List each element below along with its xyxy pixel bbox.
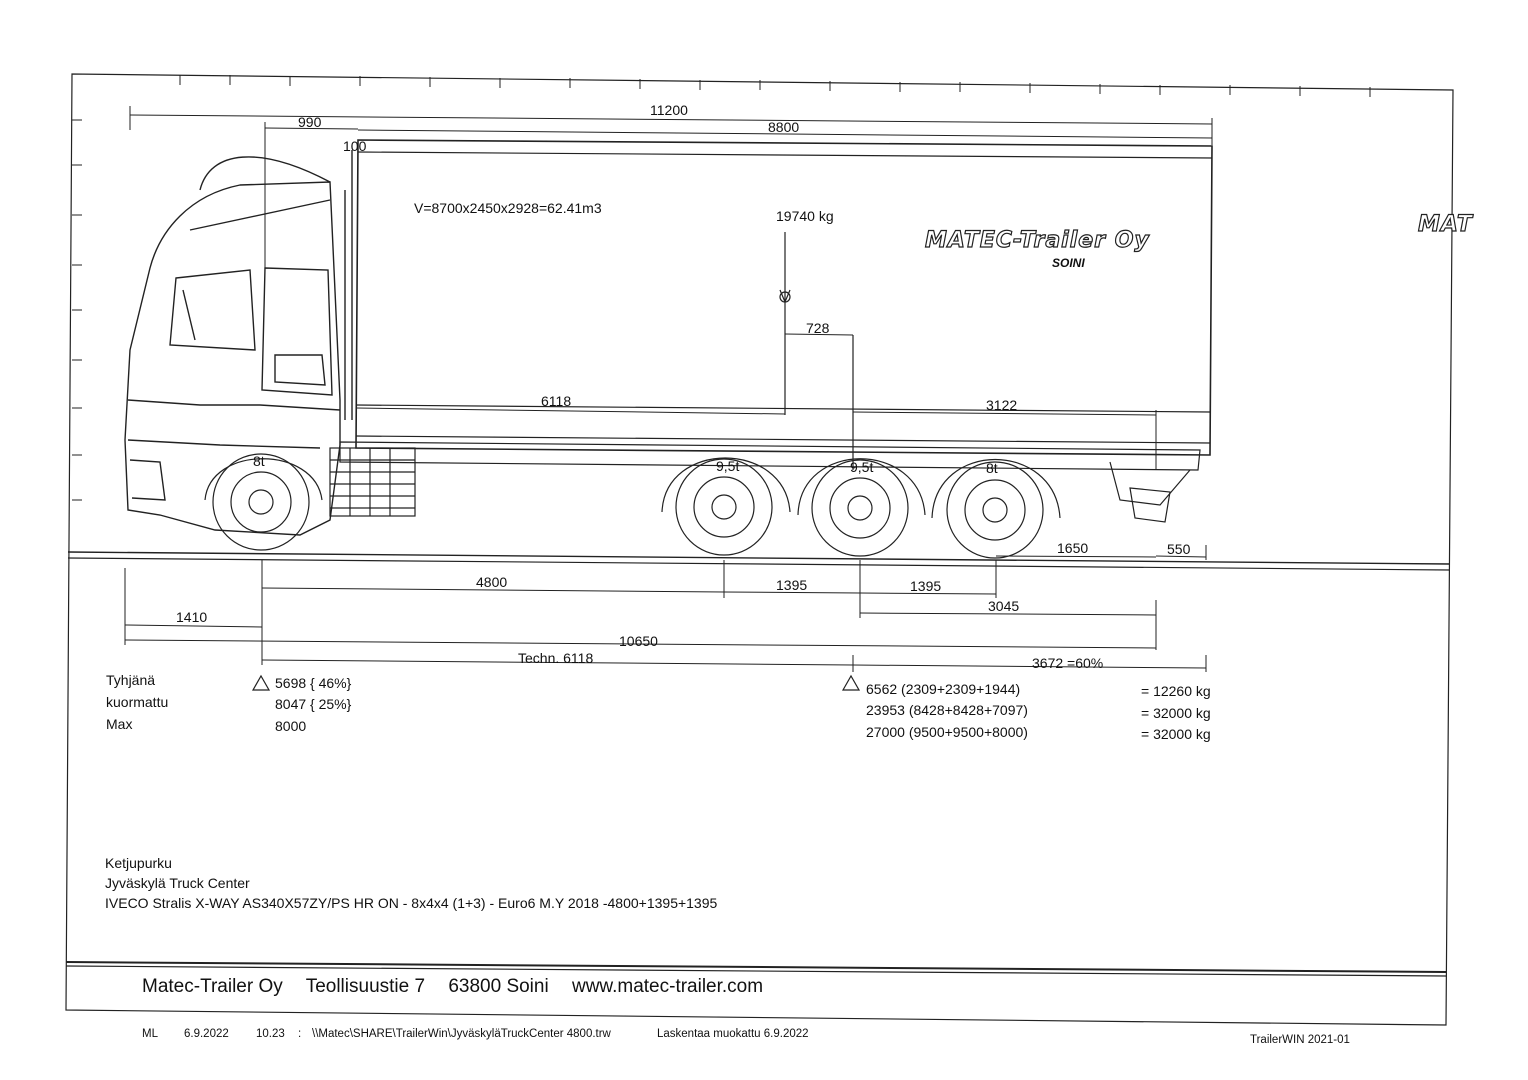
chassis-frame	[339, 441, 1201, 471]
total-max: = 32000 kg	[1141, 726, 1211, 742]
row-label-max: Max	[106, 716, 133, 732]
row-label-loaded: kuormattu	[106, 694, 169, 710]
meta-software: TrailerWIN 2021-01	[1250, 1034, 1350, 1046]
dim-chassis-length: 10650	[619, 633, 658, 649]
axle-load-3: 9,5t	[850, 459, 874, 475]
note-body-type: Ketjupurku	[105, 855, 172, 871]
cargo-box	[355, 139, 1213, 456]
dim-cog-offset: 728	[806, 320, 830, 336]
dim-wheelbase: 4800	[476, 574, 508, 590]
front-load-max: 8000	[275, 718, 307, 734]
dim-cab-gap: 990	[298, 114, 322, 130]
frame-border	[65, 73, 1454, 1026]
ruler-ticks	[72, 75, 1371, 501]
note-vehicle: IVECO Stralis X-WAY AS340X57ZY/PS HR ON …	[105, 895, 718, 911]
meta-path: \\Matec\SHARE\TrailerWin\JyväskyläTruckC…	[312, 1028, 611, 1040]
front-load-marker	[251, 674, 271, 691]
wheel-axle-4	[931, 459, 1061, 559]
dim-body-length: 8800	[768, 119, 800, 135]
rear-load-empty: 6562 (2309+2309+1944)	[866, 681, 1021, 697]
footer-divider	[65, 961, 1447, 973]
axle-load-4: 8t	[986, 460, 998, 476]
note-customer: Jyväskylä Truck Center	[105, 875, 250, 891]
axle-load-2: 9,5t	[716, 458, 740, 474]
fuel-tank-grille	[329, 447, 416, 517]
wheel-axle-3	[797, 458, 926, 557]
meta-modified: Laskentaa muokattu 6.9.2022	[657, 1028, 809, 1040]
footer-street: Teollisuustie 7	[305, 976, 426, 997]
rear-load-marker	[841, 674, 861, 691]
row-label-empty: Tyhjänä	[106, 672, 156, 688]
volume-text: V=8700x2450x2928=62.41m3	[414, 200, 602, 216]
front-load-empty: 5698 { 46%}	[275, 675, 352, 691]
dim-axle-spacing-2: 1395	[910, 578, 942, 594]
wheel-axle-2	[661, 457, 791, 556]
company-logo: MATEC-Trailer Oy	[924, 227, 1150, 253]
dim-techn: Techn. 6118	[518, 650, 594, 666]
dimension-lines	[124, 106, 1213, 672]
dim-rear-pct: 3672 =60%	[1032, 655, 1104, 671]
ground-line	[67, 551, 1451, 565]
footer-city: 63800 Soini	[448, 976, 549, 997]
footer-address: Matec-Trailer Oy Teollisuustie 7 63800 S…	[142, 976, 781, 998]
truck-cab	[124, 150, 353, 536]
meta-time: 10.23	[256, 1028, 285, 1040]
meta-initials: ML	[142, 1028, 158, 1040]
rear-load-loaded: 23953 (8428+8428+7097)	[866, 702, 1028, 718]
dim-rear-1650: 1650	[1057, 540, 1089, 556]
logo-sub: SOINI	[1052, 256, 1085, 270]
footer-web[interactable]: www.matec-trailer.com	[571, 976, 764, 997]
wheel-front	[204, 453, 323, 551]
dim-cog-to-rear: 3122	[986, 397, 1018, 413]
axle-load-front: 8t	[253, 453, 265, 469]
dim-front-overhang: 1410	[176, 609, 208, 625]
meta-date: 6.9.2022	[184, 1028, 229, 1040]
payload-weight: 19740 kg	[776, 208, 834, 224]
front-load-loaded: 8047 { 25%}	[275, 696, 352, 712]
footer-company: Matec-Trailer Oy	[142, 976, 283, 997]
dim-overall-length: 11200	[650, 102, 688, 118]
total-loaded: = 32000 kg	[1141, 705, 1211, 721]
dim-front-to-cog: 6118	[541, 393, 572, 409]
dim-gap: 100	[343, 138, 367, 154]
meta-sep: :	[298, 1028, 302, 1040]
rear-bumper	[1129, 487, 1171, 523]
dim-axle-spacing-1: 1395	[776, 577, 808, 593]
total-empty: = 12260 kg	[1141, 683, 1211, 699]
dim-rear-550: 550	[1167, 541, 1191, 557]
rear-load-max: 27000 (9500+9500+8000)	[866, 724, 1028, 740]
dim-rear-axle-to-end: 3045	[988, 598, 1020, 614]
company-logo-partial: MAT	[1417, 211, 1473, 237]
